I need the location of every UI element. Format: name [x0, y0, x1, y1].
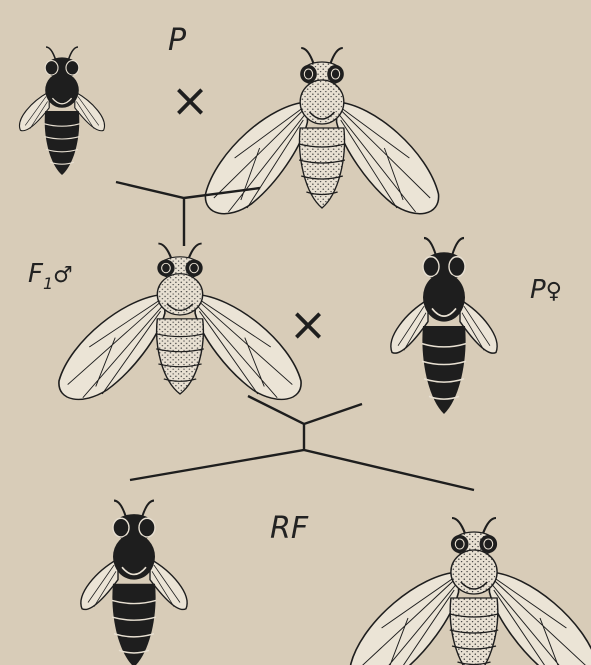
parent-female-fly: [205, 48, 438, 214]
cross-line-to-offspring: [130, 396, 474, 490]
f1-label: F1♂: [28, 259, 73, 293]
offspring-dark-fly: [81, 501, 187, 665]
rf-label: RF: [270, 511, 309, 546]
offspring-light-fly: [351, 518, 591, 665]
parent-male-fly: [20, 47, 105, 175]
cross-line-to-f1: [116, 182, 260, 246]
p-female-label: P♀: [530, 275, 562, 305]
test-female-fly: [391, 238, 497, 414]
f1-male-fly: [59, 244, 301, 400]
cross-symbol-middle: ×: [289, 297, 328, 351]
cross-symbol-top: ×: [171, 73, 210, 127]
p-label: P: [168, 23, 187, 58]
